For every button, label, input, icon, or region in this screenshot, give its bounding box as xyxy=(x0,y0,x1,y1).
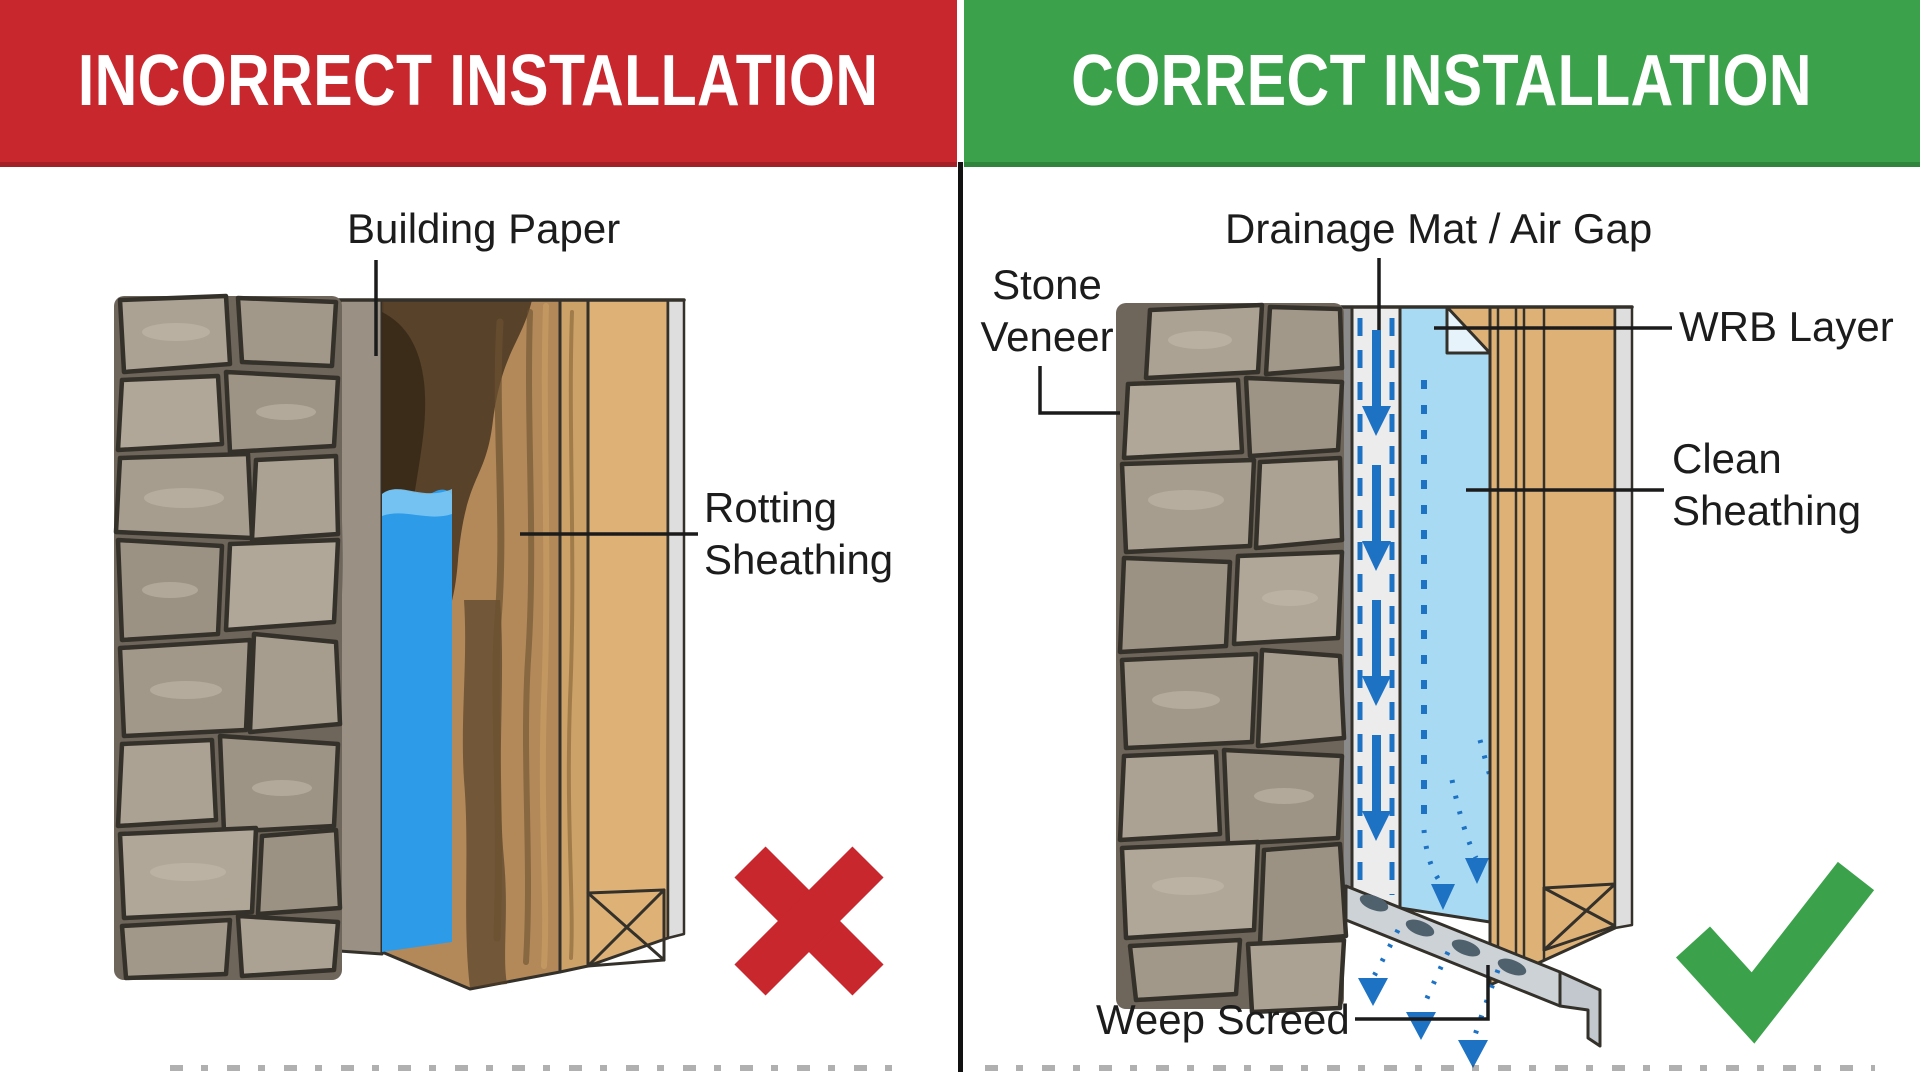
clean-sheathing-line2: Sheathing xyxy=(1672,487,1862,535)
correct-banner: CORRECT INSTALLATION xyxy=(964,0,1920,167)
weep-screed-label: Weep Screed xyxy=(1096,996,1350,1043)
stud-grain xyxy=(566,310,575,960)
water-crest xyxy=(382,489,452,517)
drainage-mat-label: Drainage Mat / Air Gap xyxy=(1225,205,1653,252)
panel-divider-line xyxy=(958,162,963,1072)
wood-grain xyxy=(523,309,535,965)
right-leader-lines xyxy=(1038,258,1672,1021)
weep-screed xyxy=(1344,884,1602,1048)
weep-holes xyxy=(1359,894,1527,976)
interior-strip xyxy=(666,298,686,940)
building-paper-layer xyxy=(335,298,384,956)
stone-veneer-left xyxy=(113,293,343,981)
left-leader-lines xyxy=(374,260,698,536)
cropped-caption-artifact xyxy=(170,1065,910,1071)
drainage-dashed-lines xyxy=(1357,318,1395,895)
wood-grain xyxy=(492,318,505,942)
check-mark-icon xyxy=(1675,861,1875,1044)
interior-strip-right xyxy=(1613,305,1634,930)
trapped-water xyxy=(382,489,452,952)
stone-veneer-leader xyxy=(1038,366,1120,415)
clean-sheathing-line1: Clean xyxy=(1672,435,1782,482)
stone-veneer-right xyxy=(1116,302,1349,1015)
rotting-sheathing-line1: Rotting xyxy=(704,484,838,531)
framing-layer xyxy=(586,298,670,968)
wrb-layer xyxy=(1398,305,1492,924)
building-paper-label: Building Paper xyxy=(347,205,621,252)
incorrect-title: INCORRECT INSTALLATION xyxy=(78,41,879,121)
weep-drip-trails xyxy=(1371,928,1501,1039)
stone-veneer-line2: Veneer xyxy=(980,313,1114,361)
weep-screed-leader xyxy=(1355,965,1490,1021)
weep-drip-arrows xyxy=(1358,978,1488,1068)
clean-framing-layer xyxy=(1488,305,1617,987)
wrb-layer-label: WRB Layer xyxy=(1679,303,1894,350)
wood-grain-light xyxy=(539,303,550,969)
x-mark-icon xyxy=(734,846,884,996)
left-wall-cutaway xyxy=(113,293,686,991)
incorrect-banner: INCORRECT INSTALLATION xyxy=(0,0,957,167)
rotting-sheathing-label: Rotting Sheathing xyxy=(704,482,893,586)
stud-strip xyxy=(558,298,590,974)
stud-lines xyxy=(1496,305,1546,982)
drainage-flow-arrows xyxy=(1362,330,1391,841)
rotting-sheathing-line2: Sheathing xyxy=(704,536,894,584)
stone-veneer-line1: Stone xyxy=(992,261,1102,308)
correct-title: CORRECT INSTALLATION xyxy=(1071,41,1813,121)
clean-sheathing-label: Clean Sheathing xyxy=(1672,433,1861,537)
wrb-fold-flap xyxy=(1445,305,1492,355)
stone-veneer-label: Stone Veneer xyxy=(972,259,1122,363)
right-wall-cutaway xyxy=(1116,302,1634,1068)
framing-x-brace xyxy=(586,888,666,968)
cropped-caption-artifact xyxy=(985,1065,1875,1071)
